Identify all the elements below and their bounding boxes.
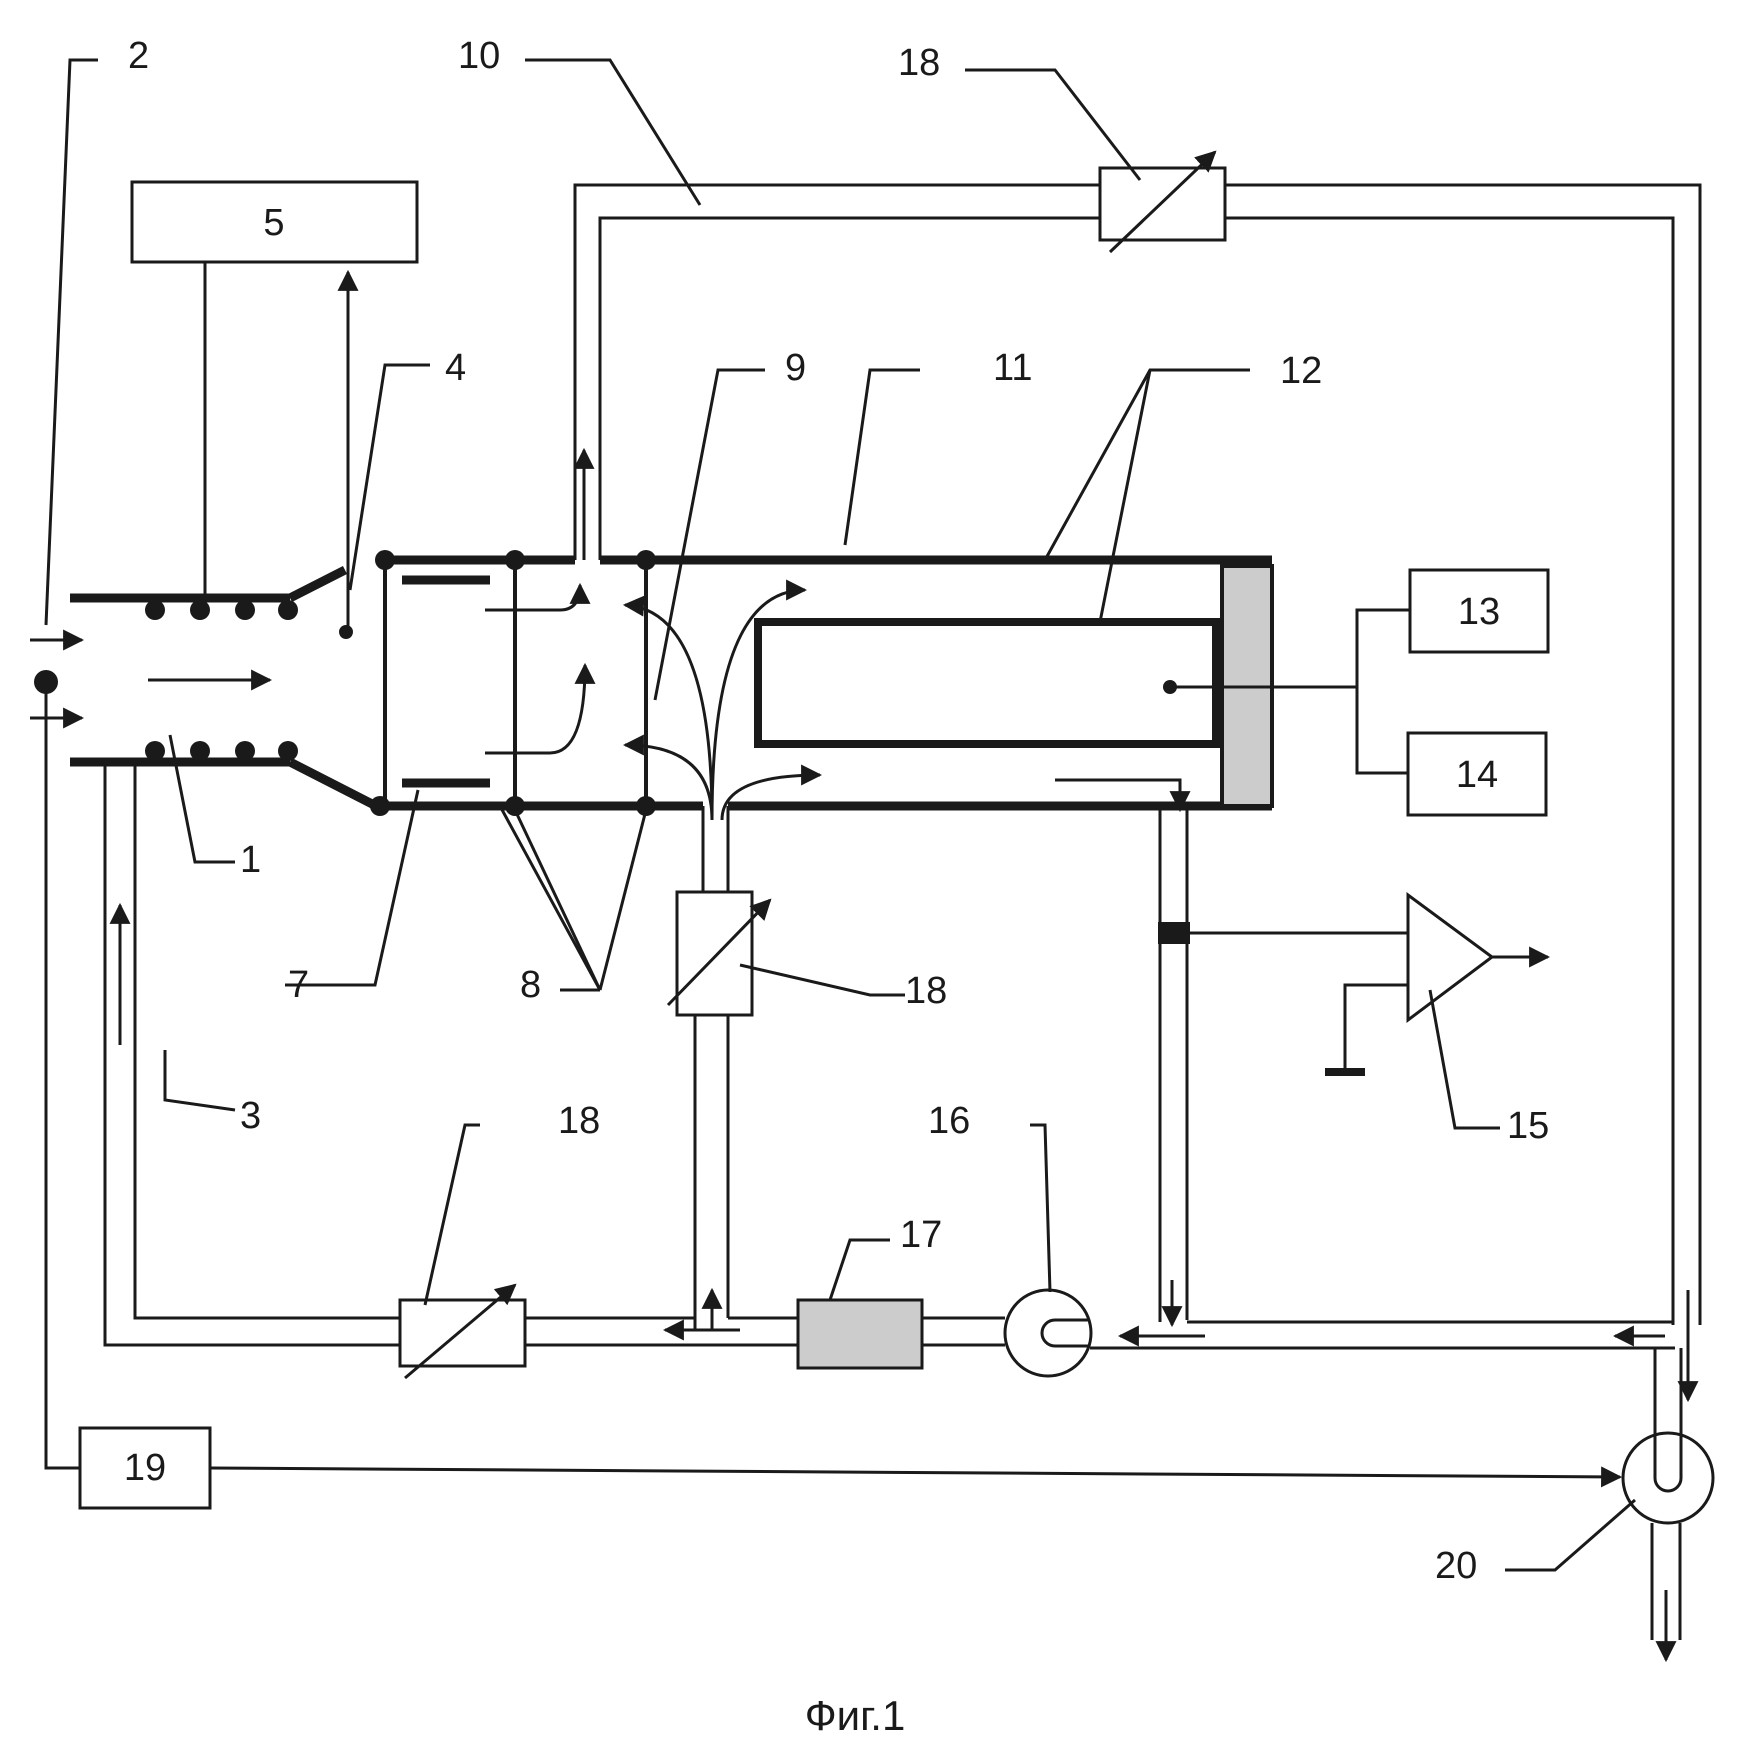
ionization-chamber [370, 550, 1357, 816]
label-13: 13 [1458, 591, 1500, 633]
signal-bus [1357, 610, 1410, 773]
pump-16 [1005, 1290, 1091, 1376]
label-20: 20 [1435, 1545, 1477, 1587]
label-18-middle: 18 [905, 970, 947, 1012]
amplifier-15 [1325, 895, 1548, 1072]
inlet-tube [70, 570, 380, 808]
label-1: 1 [240, 839, 261, 881]
label-18-top: 18 [898, 42, 940, 84]
label-11: 11 [993, 347, 1032, 389]
label-4: 4 [445, 347, 466, 389]
pump-20 [1623, 1348, 1713, 1660]
figure-caption: Фиг.1 [805, 1692, 906, 1739]
label-12: 12 [1280, 350, 1322, 392]
middle-line [695, 806, 728, 1330]
label-10: 10 [458, 35, 500, 77]
label-7: 7 [288, 964, 309, 1006]
label-14: 14 [1456, 754, 1498, 796]
label-3: 3 [240, 1095, 261, 1137]
label-15: 15 [1507, 1105, 1549, 1147]
label-17: 17 [900, 1214, 942, 1256]
box-5: 5 [132, 182, 417, 639]
label-5: 5 [263, 202, 284, 244]
collector-outlet [1158, 806, 1408, 1325]
flow-valve-middle [668, 892, 770, 1015]
label-9: 9 [785, 347, 806, 389]
label-8: 8 [520, 964, 541, 1006]
label-16: 16 [928, 1100, 970, 1142]
label-18-bottom: 18 [558, 1100, 600, 1142]
inlet-arrows [30, 640, 270, 718]
box-14: 14 [1408, 733, 1546, 815]
label-19: 19 [124, 1447, 166, 1489]
filter-17 [798, 1300, 922, 1368]
label-2: 2 [128, 35, 149, 77]
flow-valve-top [1100, 152, 1225, 252]
flow-valve-bottom [400, 1285, 525, 1378]
box-13: 13 [1410, 570, 1548, 652]
